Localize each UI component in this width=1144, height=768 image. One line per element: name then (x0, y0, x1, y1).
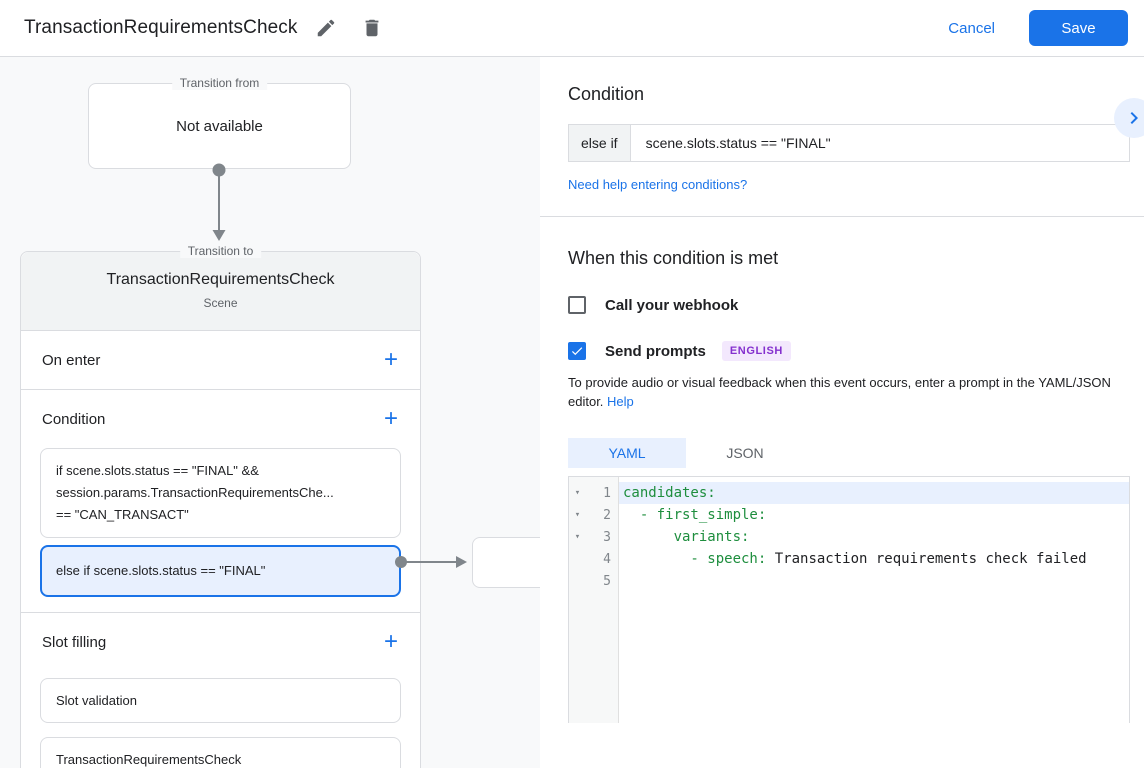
panel-heading: Condition (568, 84, 645, 104)
cancel-button[interactable]: Cancel (948, 19, 995, 37)
fold-toggle-icon[interactable]: ▾ (574, 488, 581, 498)
on-enter-row: On enter + (21, 331, 420, 390)
add-condition-button[interactable]: + (380, 407, 402, 431)
transition-target-node[interactable] (472, 537, 540, 588)
code-area[interactable]: candidates: - first_simple: variants: - … (619, 477, 1129, 723)
send-prompts-row: Send prompts ENGLISH (568, 341, 1130, 361)
line-number: 1 (603, 485, 611, 501)
pencil-icon (317, 19, 334, 37)
main-area: Transition from Not available Transition… (0, 57, 1144, 768)
save-button[interactable]: Save (1029, 10, 1128, 46)
condition-met-heading: When this condition is met (568, 248, 779, 268)
down-arrow-connector (212, 163, 226, 241)
call-webhook-checkbox[interactable] (568, 296, 586, 314)
code-line: candidates: (619, 482, 1129, 504)
transition-from-label: Transition from (171, 76, 268, 90)
slot-filling-section: Slot filling + Slot validation Transacti… (21, 613, 420, 768)
line-number: 5 (603, 573, 611, 589)
delete-scene-button[interactable] (354, 10, 390, 46)
condition-help-link[interactable]: Need help entering conditions? (568, 177, 748, 192)
line-number: 4 (603, 551, 611, 567)
slot-filling-label: Slot filling (42, 633, 107, 651)
transition-to-label: Transition to (179, 244, 262, 258)
fold-toggle-icon[interactable]: ▾ (574, 532, 581, 542)
code-line (619, 570, 1129, 592)
scene-node-header: TransactionRequirementsCheck Scene (21, 252, 420, 331)
code-line: - first_simple: (623, 507, 767, 523)
add-on-enter-button[interactable]: + (380, 348, 402, 372)
line-number: 3 (603, 529, 611, 545)
editor-tabs: YAML JSON (568, 438, 1130, 468)
editor-gutter: ▾ 1 ▾ 2 ▾ 3 4 5 (569, 477, 619, 723)
checkmark-icon (571, 347, 583, 356)
collapse-panel-button[interactable] (1114, 98, 1144, 138)
tab-yaml[interactable]: YAML (568, 438, 686, 468)
condition-section-label: Condition (42, 410, 106, 428)
scene-node-title: TransactionRequirementsCheck (106, 271, 335, 288)
scene-node: Transition to TransactionRequirementsChe… (20, 244, 421, 768)
prompt-description-text: To provide audio or visual feedback when… (568, 375, 1111, 409)
top-bar: TransactionRequirementsCheck Cancel Save (0, 0, 1144, 57)
code-line: - speech: Transaction requirements check… (623, 551, 1087, 567)
condition-detail-panel: Condition else if Need help entering con… (540, 57, 1144, 768)
page-title: TransactionRequirementsCheck (24, 17, 298, 38)
line-number: 2 (603, 507, 611, 523)
transition-from-content: Not available (176, 117, 263, 135)
section-divider (540, 216, 1144, 217)
slot-item-validation[interactable]: Slot validation (40, 678, 401, 723)
send-prompts-label: Send prompts (605, 342, 706, 360)
prompt-description: To provide audio or visual feedback when… (568, 373, 1130, 411)
condition-section: Condition + if scene.slots.status == "FI… (21, 390, 420, 613)
language-badge: ENGLISH (721, 341, 791, 361)
slot-item-transaction[interactable]: TransactionRequirementsCheck (40, 737, 401, 768)
else-if-prefix: else if (568, 124, 630, 162)
add-slot-button[interactable]: + (380, 630, 402, 654)
fold-toggle-icon[interactable]: ▾ (574, 510, 581, 520)
on-enter-label: On enter (42, 351, 101, 369)
transition-from-node: Transition from Not available (88, 76, 351, 169)
condition-expression-row: else if (568, 124, 1130, 162)
condition-item-if[interactable]: if scene.slots.status == "FINAL" && sess… (40, 448, 401, 538)
chevron-right-icon (1130, 112, 1138, 124)
right-arrow-connector (395, 556, 467, 568)
webhook-row: Call your webhook (568, 296, 1130, 314)
scene-flow-diagram: Transition from Not available Transition… (0, 57, 540, 768)
condition-expression-input[interactable] (629, 124, 1130, 162)
condition-item-else-if[interactable]: else if scene.slots.status == "FINAL" (40, 545, 401, 597)
tab-json[interactable]: JSON (726, 445, 764, 461)
trash-icon (365, 19, 378, 37)
scene-node-subtitle: Scene (203, 296, 238, 310)
send-prompts-checkbox[interactable] (568, 342, 586, 360)
help-link[interactable]: Help (607, 394, 634, 409)
code-line: variants: (623, 529, 750, 545)
prompt-code-editor: ▾ 1 ▾ 2 ▾ 3 4 5 candidates: - first_simple:… (568, 476, 1130, 723)
call-webhook-label: Call your webhook (605, 296, 739, 314)
edit-scene-button[interactable] (308, 10, 344, 46)
